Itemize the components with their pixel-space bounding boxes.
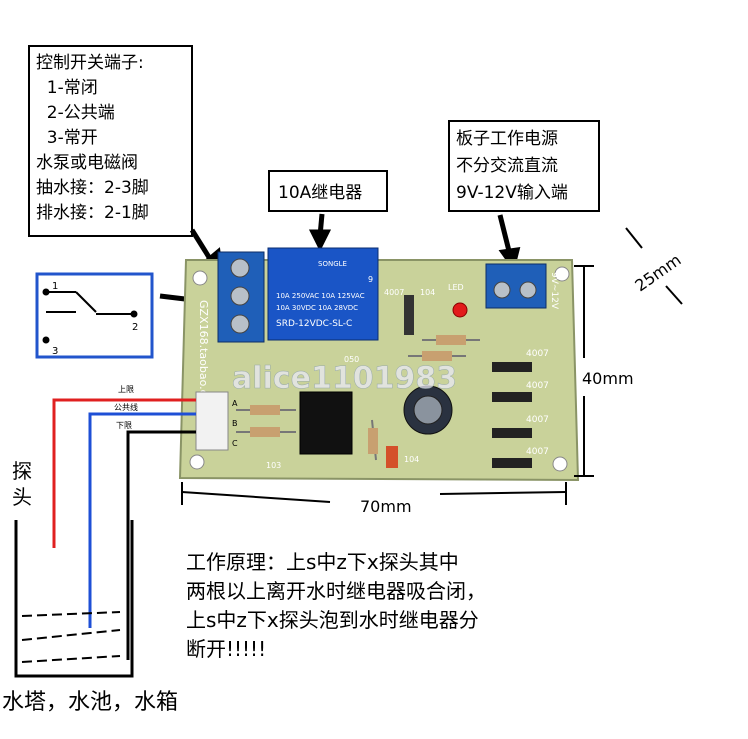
arrow-head-relay — [308, 229, 332, 252]
diode-label-0: 4007 — [384, 288, 404, 297]
principle-line-2: 两根以上离开水时继电器吸合闭， — [186, 579, 486, 603]
output-terminal-block — [217, 251, 265, 343]
power-note-box: 板子工作电源 不分交流直流 9V-12V输入端 — [448, 120, 600, 212]
relay-component: SONGLE 9 10A 250VAC 10A 125VAC 10A 30VDC… — [267, 247, 379, 341]
cap-label-3: 103 — [266, 461, 281, 470]
terminal-note-title: 控制开关端子: — [36, 53, 144, 73]
terminal-note-line-3: 3-常开 — [36, 128, 98, 148]
power-terminal-block — [485, 263, 547, 309]
terminal-note-line-4: 水泵或电磁阀 — [36, 153, 138, 173]
diode-vertical — [404, 295, 414, 335]
dimension-height: 40mm — [582, 369, 634, 388]
water-level-1 — [21, 611, 121, 617]
wire-lower-label: 下限 — [116, 421, 132, 430]
probe-label: 探 头 — [12, 459, 32, 509]
cap-label-2: 050 — [344, 355, 359, 364]
principle-line-3: 上s中z下x探头泡到水时继电器分 — [186, 608, 479, 632]
wire-common — [88, 412, 196, 628]
resistor-2 — [422, 351, 452, 361]
board-silkscreen: GZX168.taobao.com — [197, 300, 210, 413]
relay-pin-mark: 9 — [368, 275, 373, 284]
connector-pin-c: C — [232, 439, 238, 448]
relay-rating-2: 10A 30VDC 10A 28VDC — [276, 304, 358, 312]
watermark: alice1101983 — [232, 361, 457, 396]
principle-line-4: 断开!!!!! — [186, 637, 267, 661]
wire-upper — [52, 398, 196, 548]
power-note-line-1: 板子工作电源 — [456, 129, 558, 149]
terminal-note-line-5: 抽水接：2-3脚 — [36, 178, 149, 198]
terminal-note-line-2: 2-公共端 — [36, 103, 115, 123]
diode-label-4: 4007 — [526, 447, 549, 457]
led — [452, 302, 468, 318]
diode-label-3: 4007 — [526, 415, 549, 425]
resistor-5 — [368, 428, 378, 454]
wire-upper-label: 上限 — [118, 385, 134, 394]
diodes-right — [492, 362, 532, 468]
dimension-lines — [181, 227, 683, 505]
led-label: LED — [448, 283, 464, 292]
relay-label-box: 10A继电器 — [268, 170, 388, 212]
switch-pin-1: 1 — [52, 281, 58, 292]
terminal-note-line-6: 排水接：2-1脚 — [36, 203, 149, 223]
water-level-2 — [21, 629, 121, 641]
water-level-3 — [21, 655, 121, 663]
resistor-4 — [250, 427, 280, 437]
terminal-note-box: 控制开关端子: 1-常闭 2-公共端 3-常开 水泵或电磁阀 抽水接：2-3脚 … — [28, 45, 193, 237]
power-note-line-2: 不分交流直流 — [456, 156, 558, 176]
wire-lower — [126, 430, 196, 660]
relay-brand: SONGLE — [318, 260, 347, 268]
switch-pin-2: 2 — [132, 322, 138, 333]
wire-common-label: 公共线 — [114, 402, 138, 412]
connector-pin-b: B — [232, 419, 238, 428]
ceramic-capacitor — [386, 446, 398, 468]
connector-pin-a: A — [232, 399, 238, 408]
dimension-depth: 25mm — [631, 250, 684, 295]
water-tank — [14, 520, 134, 678]
switch-schematic — [42, 288, 138, 344]
power-silkscreen: 9V~12V — [549, 272, 559, 310]
resistor-3 — [250, 405, 280, 415]
terminal-note-line-1: 1-常闭 — [36, 78, 98, 98]
cap-label-1: 104 — [404, 455, 419, 464]
power-note-line-3: 9V-12V输入端 — [456, 183, 568, 203]
diode-label-2: 4007 — [526, 381, 549, 391]
relay-rating-1: 10A 250VAC 10A 125VAC — [276, 292, 365, 300]
probe-connector — [195, 391, 229, 451]
principle-text: 工作原理：上s中z下x探头其中 两根以上离开水时继电器吸合闭， 上s中z下x探头… — [186, 548, 486, 664]
tank-label: 水塔，水池，水箱 — [2, 690, 179, 715]
diode-label-1: 4007 — [526, 349, 549, 359]
cap-label-0: 104 — [420, 288, 435, 297]
ic-chip — [299, 391, 353, 455]
dimension-width: 70mm — [360, 497, 412, 516]
relay-model: SRD-12VDC-SL-C — [276, 319, 352, 329]
relay-label: 10A继电器 — [278, 183, 363, 203]
switch-pin-3: 3 — [52, 346, 58, 357]
principle-line-1: 工作原理：上s中z下x探头其中 — [186, 550, 459, 574]
resistor-1 — [436, 335, 466, 345]
